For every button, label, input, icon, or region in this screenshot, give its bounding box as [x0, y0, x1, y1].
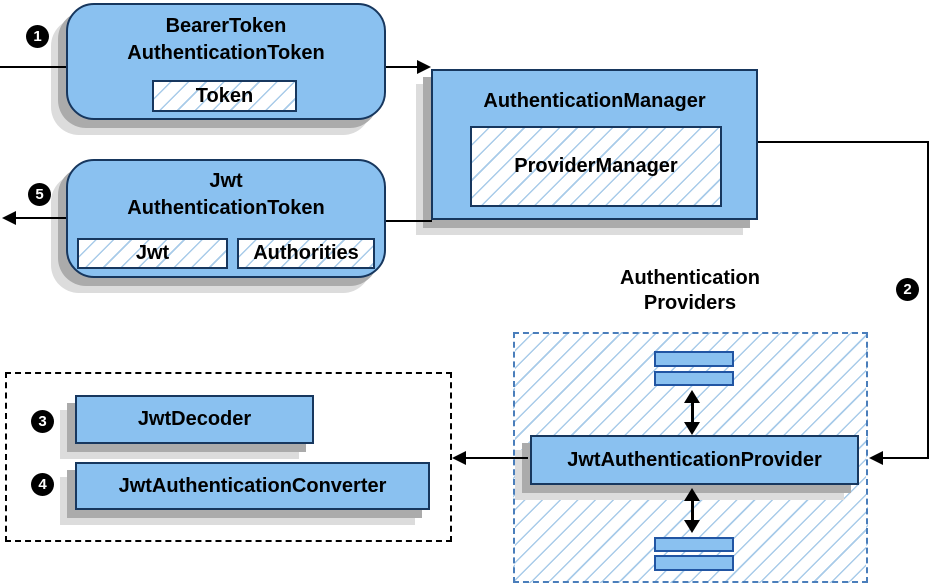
manager-to-provider-bottom-line	[883, 457, 929, 459]
arrow-left-icon	[869, 451, 883, 465]
token-field-label: Token	[195, 84, 254, 107]
jwt-authentication-token-box: Jwt AuthenticationToken Jwt Authorities	[66, 159, 386, 278]
jwt-converter-container: JwtDecoder JwtAuthenticationConverter 3 …	[5, 372, 452, 542]
provider-to-converter-line	[466, 457, 528, 459]
bearer-token-box-title-line1: BearerToken	[165, 15, 287, 37]
double-arrow-bottom-line	[691, 498, 694, 524]
authentication-manager-title: AuthenticationManager	[483, 90, 706, 112]
jwt-token-box-title: Jwt AuthenticationToken	[68, 168, 384, 222]
jwt-token-outgoing-line	[16, 217, 66, 219]
authentication-providers-label-line1: Authentication	[620, 267, 760, 289]
bearer-token-box-title: BearerToken AuthenticationToken	[68, 13, 384, 67]
step-5-number: 5	[35, 186, 44, 203]
manager-to-provider-vertical-line	[927, 141, 929, 459]
double-arrow-top-line	[691, 400, 694, 426]
authentication-providers-label: Authentication Providers	[560, 266, 820, 316]
arrow-up-icon	[684, 488, 700, 501]
bearer-token-box-title-line2: AuthenticationToken	[127, 42, 325, 64]
bearer-token-authentication-token-box: BearerToken AuthenticationToken Token	[66, 3, 386, 120]
jwt-authentication-provider-box: JwtAuthenticationProvider	[530, 435, 859, 485]
step-4-number: 4	[38, 476, 47, 493]
provider-manager-box: ProviderManager	[470, 126, 722, 207]
arrow-down-icon	[684, 520, 700, 533]
provider-placeholder-bar	[654, 371, 734, 386]
jwt-field-box: Jwt	[77, 238, 228, 269]
step-4-badge: 4	[31, 473, 54, 496]
jwt-decoder-box: JwtDecoder	[75, 395, 314, 444]
authentication-providers-container: JwtAuthenticationProvider	[513, 332, 868, 583]
arrow-down-icon	[684, 422, 700, 435]
arrow-left-icon	[2, 211, 16, 225]
step-3-badge: 3	[31, 410, 54, 433]
provider-manager-label: ProviderManager	[514, 155, 678, 177]
jwt-authentication-converter-label: JwtAuthenticationConverter	[118, 474, 387, 497]
step-3-number: 3	[38, 413, 47, 430]
manager-to-jwt-token-line	[386, 220, 432, 222]
manager-to-provider-top-line	[758, 141, 929, 143]
authorities-field-box: Authorities	[237, 238, 375, 269]
step-1-number: 1	[33, 28, 42, 45]
arrow-right-icon	[417, 60, 431, 74]
arrow-up-icon	[684, 390, 700, 403]
jwt-token-box-title-line2: AuthenticationToken	[127, 197, 325, 219]
jwt-authentication-converter-box: JwtAuthenticationConverter	[75, 462, 430, 510]
step-2-badge: 2	[896, 278, 919, 301]
authentication-manager-box: AuthenticationManager ProviderManager	[431, 69, 758, 220]
jwt-field-label: Jwt	[135, 242, 170, 264]
step-5-badge: 5	[28, 183, 51, 206]
step-2-number: 2	[903, 281, 912, 298]
jwt-authentication-provider-label: JwtAuthenticationProvider	[567, 448, 822, 471]
jwt-decoder-label: JwtDecoder	[137, 408, 252, 430]
provider-placeholder-bar	[654, 537, 734, 552]
step-1-badge: 1	[26, 25, 49, 48]
incoming-request-line	[0, 66, 66, 68]
token-field-box: Token	[152, 80, 297, 112]
provider-placeholder-bar	[654, 555, 734, 571]
provider-placeholder-bar	[654, 351, 734, 367]
arrow-left-icon	[452, 451, 466, 465]
jwt-token-box-title-line1: Jwt	[209, 170, 243, 192]
authorities-field-label: Authorities	[253, 242, 359, 264]
authentication-providers-label-line2: Providers	[643, 292, 737, 314]
bearer-to-manager-line	[386, 66, 418, 68]
